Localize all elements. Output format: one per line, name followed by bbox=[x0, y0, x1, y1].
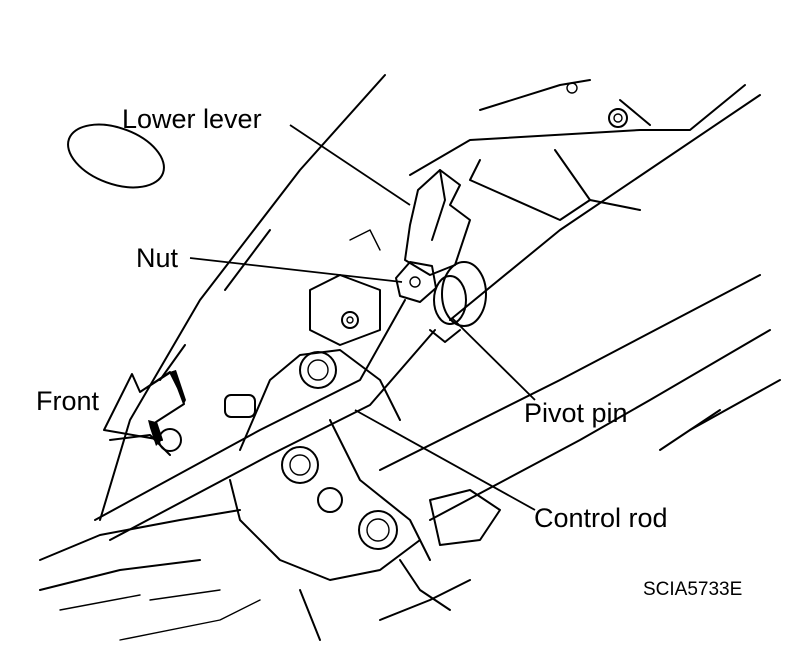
lower-lever-part bbox=[404, 169, 471, 276]
figure-code: SCIA5733E bbox=[643, 579, 742, 600]
leader-control-rod bbox=[354, 409, 536, 511]
control-rod-part bbox=[94, 299, 436, 541]
leader-pivot-pin bbox=[451, 317, 536, 401]
leader-lines bbox=[189, 124, 536, 511]
leader-nut bbox=[189, 257, 403, 283]
label-front: Front bbox=[36, 386, 100, 416]
pivot-pin-part bbox=[429, 261, 487, 343]
front-arrow-icon bbox=[103, 370, 186, 446]
label-lower-lever: Lower lever bbox=[122, 104, 262, 134]
label-control-rod: Control rod bbox=[534, 503, 668, 533]
leader-lower-lever bbox=[289, 124, 411, 206]
label-pivot-pin: Pivot pin bbox=[524, 398, 628, 428]
label-nut: Nut bbox=[136, 243, 179, 273]
chassis-outline bbox=[39, 74, 781, 641]
